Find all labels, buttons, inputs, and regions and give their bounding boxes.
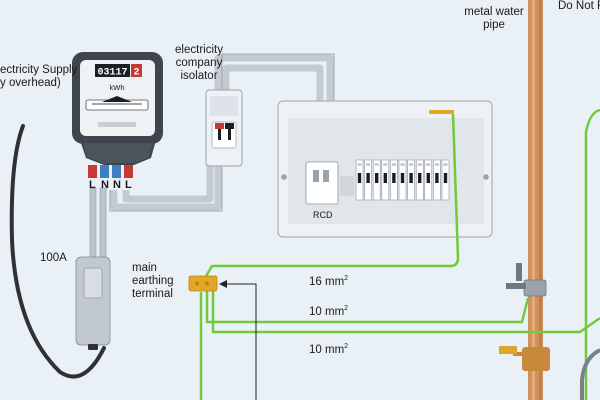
isolator-label-line3: isolator	[180, 70, 218, 82]
cable-10mm-gas-label: 10 mm2	[309, 343, 349, 357]
circuit-breaker	[364, 159, 372, 201]
cable-16mm-size: 16 mm	[309, 276, 345, 288]
water-pipe	[528, 0, 543, 400]
miniature-circuit-breakers	[355, 159, 450, 201]
cable-10mm-gas-power: 2	[344, 343, 349, 350]
terminal-pointer	[219, 280, 257, 400]
terminal-label-3: N	[113, 179, 121, 191]
meter-unit: kWh	[110, 83, 125, 92]
supply-cable	[9, 124, 106, 379]
circuit-breaker	[415, 159, 424, 201]
circuit-breaker	[424, 159, 433, 201]
circuit-breaker	[390, 159, 398, 201]
meter-reading: 03117	[97, 68, 127, 79]
company-isolator	[205, 89, 243, 167]
circuit-breaker	[372, 159, 381, 201]
terminal-label-1: L	[89, 179, 96, 191]
cable-10mm-gas-size: 10 mm	[309, 344, 345, 356]
pipe-label-line2: pipe	[483, 19, 505, 31]
met-label-line3: terminal	[132, 288, 173, 300]
earth-cable-right	[584, 108, 600, 400]
supply-label-line2: y overhead)	[0, 77, 61, 89]
circuit-breaker	[441, 159, 450, 201]
earth-cable-10mm-pipe	[205, 290, 530, 324]
isolator-label-line2: company	[175, 57, 223, 69]
met-label: main earthing terminal	[132, 262, 174, 301]
cable-10mm-pipe-label: 10 mm2	[309, 305, 349, 319]
earth-cable-10mm-gas	[211, 290, 600, 334]
met-label-line2: earthing	[132, 275, 174, 287]
fuse-rating-label: 100A	[40, 252, 67, 264]
met-label-line1: main	[132, 262, 157, 274]
gas-pipe-fitting	[580, 348, 600, 400]
circuit-breaker	[381, 159, 390, 201]
supply-label: ectricity Supply y overhead)	[0, 64, 77, 90]
isolator-label-line1: electricity	[175, 44, 223, 56]
terminal-label-4: L	[125, 179, 132, 191]
cable-16mm-label: 16 mm2	[309, 275, 349, 289]
circuit-breaker	[407, 159, 415, 201]
earth-cables	[199, 108, 600, 400]
circuit-breaker	[355, 159, 364, 201]
pipe-label-line1: metal water	[464, 6, 524, 18]
pipe-label: metal water pipe	[454, 6, 534, 32]
isolator-label: electricity company isolator	[163, 44, 235, 83]
cable-10mm-pipe-power: 2	[344, 305, 349, 312]
service-cutout	[75, 256, 111, 350]
circuit-breaker	[433, 159, 441, 201]
supply-label-line1: ectricity Supply	[0, 64, 78, 76]
do-not-label: Do Not F	[558, 0, 600, 12]
rcd-label: RCD	[313, 210, 333, 220]
earth-cable-16mm	[203, 113, 460, 279]
electricity-meter	[72, 52, 163, 178]
main-earthing-terminal	[188, 275, 218, 292]
service-cable-b	[99, 187, 107, 259]
cable-16mm-power: 2	[344, 275, 349, 282]
stop-valve	[499, 346, 550, 371]
meter-last-digit: 2	[133, 68, 139, 79]
circuit-breaker	[398, 159, 407, 201]
earth-clamp	[506, 263, 547, 297]
service-cable-a	[89, 187, 97, 259]
terminal-label-2: N	[101, 179, 109, 191]
cable-10mm-pipe-size: 10 mm	[309, 306, 345, 318]
